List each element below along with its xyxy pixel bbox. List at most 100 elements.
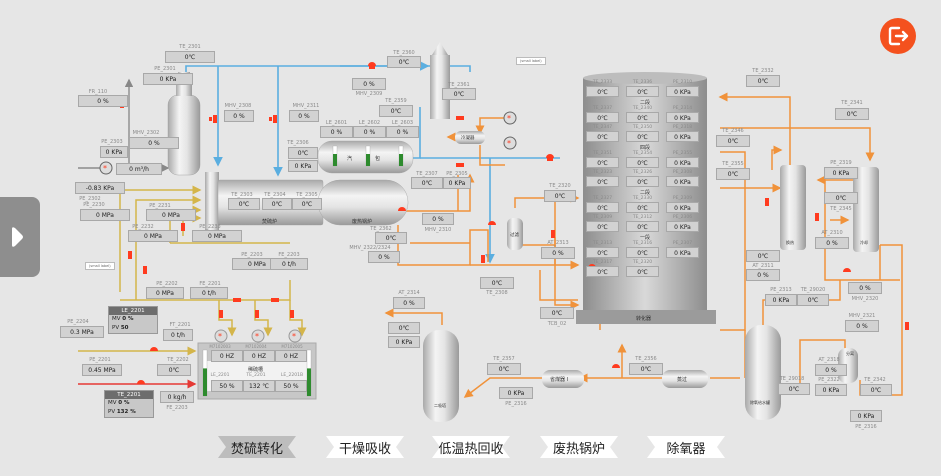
valve-icon bbox=[143, 266, 147, 274]
mhv2322-value: 0 % bbox=[368, 251, 400, 263]
valve-icon bbox=[269, 115, 277, 123]
valve-icon bbox=[150, 347, 158, 351]
le2201-controller[interactable]: LE_2201 MV 0 % PV 50 bbox=[108, 306, 158, 334]
valve-icon bbox=[456, 163, 464, 167]
tag-pe2202: PE_2202 bbox=[156, 281, 178, 287]
small-note-2: (small label) bbox=[516, 57, 546, 65]
tag-le2201b: LE_2201B bbox=[280, 373, 304, 378]
nav-tab-4[interactable]: 除氧器 bbox=[647, 436, 725, 458]
small-note: (small label) bbox=[85, 262, 115, 270]
nav-tab-0[interactable]: 焚硫转化 bbox=[218, 436, 296, 458]
tag-te2345: TE_2345 bbox=[830, 206, 852, 212]
tag-le2201: LE_2201 bbox=[210, 373, 230, 378]
tag-fr110: FR_110 bbox=[88, 89, 108, 95]
tag-pe2232: PE_2232 bbox=[132, 224, 154, 230]
pump-icon[interactable]: * bbox=[99, 161, 113, 175]
te2356-value: 0℃ bbox=[629, 363, 663, 375]
converter-tag: PE_2310 bbox=[672, 80, 693, 85]
tank-name: 稀硫槽 bbox=[248, 367, 264, 373]
te2303-value: 0℃ bbox=[228, 198, 260, 210]
exit-button[interactable] bbox=[880, 18, 916, 54]
tag-motor-1: M7102003 bbox=[209, 344, 231, 349]
converter-value: 0℃ bbox=[586, 176, 619, 187]
exit-icon bbox=[888, 26, 909, 46]
converter-value: 0℃ bbox=[626, 247, 659, 258]
tag-te2202: TE_2202 bbox=[167, 357, 189, 363]
mhv2320-value: 0 % bbox=[848, 282, 882, 294]
tag-te2362: TE_2362 bbox=[370, 226, 392, 232]
heat-exchanger-2 bbox=[853, 167, 879, 252]
pump-icon[interactable]: * bbox=[214, 329, 228, 343]
motor-3-value: 0 HZ bbox=[275, 350, 307, 362]
tag-le2602: LE_2602 bbox=[358, 120, 381, 126]
te2345-value: 0℃ bbox=[824, 192, 858, 204]
converter-section-label: 二段 bbox=[640, 100, 651, 106]
tag-pe2319: PE_2319 bbox=[830, 160, 852, 166]
te2306-value: 0℃ bbox=[288, 147, 318, 159]
heat-exchanger-1 bbox=[780, 165, 806, 250]
tag-at2310: AT_2310 bbox=[821, 230, 843, 236]
converter-value: 0℃ bbox=[626, 176, 659, 187]
pump-icon[interactable]: * bbox=[503, 136, 517, 150]
converter-tag: TE_2333 bbox=[592, 80, 613, 85]
converter-tag: PE_2306 bbox=[672, 215, 693, 220]
nav-tab-1[interactable]: 干燥吸收 bbox=[326, 436, 404, 458]
nav-tab-3[interactable]: 废热锅炉 bbox=[540, 436, 618, 458]
te29020-value: 0℃ bbox=[797, 294, 829, 306]
fe2203-value: 0 t/h bbox=[270, 258, 308, 270]
pe2233-value: 0 MPa bbox=[192, 230, 242, 242]
svg-text:*: * bbox=[103, 164, 107, 173]
converter-value: 0℃ bbox=[586, 266, 619, 277]
tank-level-left-fill bbox=[203, 368, 207, 396]
valve-icon bbox=[271, 298, 279, 302]
converter-value: 0℃ bbox=[626, 131, 659, 142]
converter-value: 0℃ bbox=[586, 247, 619, 258]
valve-icon bbox=[905, 322, 909, 330]
tag-te2357: TE_2357 bbox=[493, 356, 515, 362]
pv-value: 50 bbox=[120, 325, 129, 331]
pump-icon[interactable]: * bbox=[288, 329, 302, 343]
at2318-value: 0 % bbox=[815, 364, 847, 376]
pe2316b-value: 0 KPa bbox=[499, 387, 533, 399]
valve-icon bbox=[551, 230, 555, 238]
converter-tag: PE_2309 bbox=[672, 196, 693, 201]
tag-pe2305: PE_2305 bbox=[446, 171, 468, 177]
converter-tag: TE_2326 bbox=[632, 170, 653, 175]
te2346-value: 0℃ bbox=[716, 135, 750, 147]
deaerator-label: 除氧给水罐 bbox=[750, 400, 770, 405]
tag-mhv2311: MHV_2311 bbox=[292, 103, 320, 109]
valve-icon bbox=[219, 310, 223, 318]
pump-icon[interactable]: * bbox=[503, 111, 517, 125]
te2317-pressure: 0 KPa bbox=[388, 336, 420, 348]
pump-icon[interactable]: * bbox=[251, 329, 265, 343]
converter-value: 0℃ bbox=[626, 86, 659, 97]
scrubber-column bbox=[430, 42, 450, 119]
drum-label-1: 汽 bbox=[347, 156, 353, 162]
svg-text:*: * bbox=[218, 332, 222, 341]
nav-tab-label: 焚硫转化 bbox=[230, 441, 283, 457]
converter-tag: TE_2354 bbox=[632, 151, 653, 156]
flow-value: 0 m³/h bbox=[116, 163, 162, 175]
deaerator-tank bbox=[745, 325, 781, 420]
tag-te2201: TE_2201 bbox=[246, 373, 266, 378]
tag-le2601: LE_2601 bbox=[325, 120, 348, 126]
le2201-ctl-title: LE_2201 bbox=[109, 307, 157, 315]
converter-value: 0℃ bbox=[586, 157, 619, 168]
side-panel-toggle[interactable] bbox=[0, 197, 40, 277]
pe2303-value: 0 KPa bbox=[100, 146, 128, 158]
motor-1-value: 0 HZ bbox=[211, 350, 243, 362]
tank-level-right-fill bbox=[307, 368, 311, 396]
te2320-value: 0℃ bbox=[544, 190, 576, 202]
converter-tag: TE_2336 bbox=[632, 80, 653, 85]
te2201-controller[interactable]: TE_2201 MV 0 % PV 132 % bbox=[104, 390, 154, 418]
valve-icon bbox=[398, 207, 406, 211]
tcb02-value: 0℃ bbox=[540, 307, 574, 319]
pe2202-value: 0 MPa bbox=[146, 287, 184, 299]
boiler-label: 废热锅炉 bbox=[352, 219, 373, 225]
at2310-value: 0 % bbox=[815, 237, 849, 249]
tag-mhv2302: MHV_2302 bbox=[132, 130, 160, 136]
mv-label: MV bbox=[112, 316, 121, 322]
nav-tab-2[interactable]: 低温热回收 bbox=[432, 436, 510, 458]
converter-tag: TE_2309 bbox=[592, 215, 613, 220]
condenser bbox=[455, 131, 485, 144]
